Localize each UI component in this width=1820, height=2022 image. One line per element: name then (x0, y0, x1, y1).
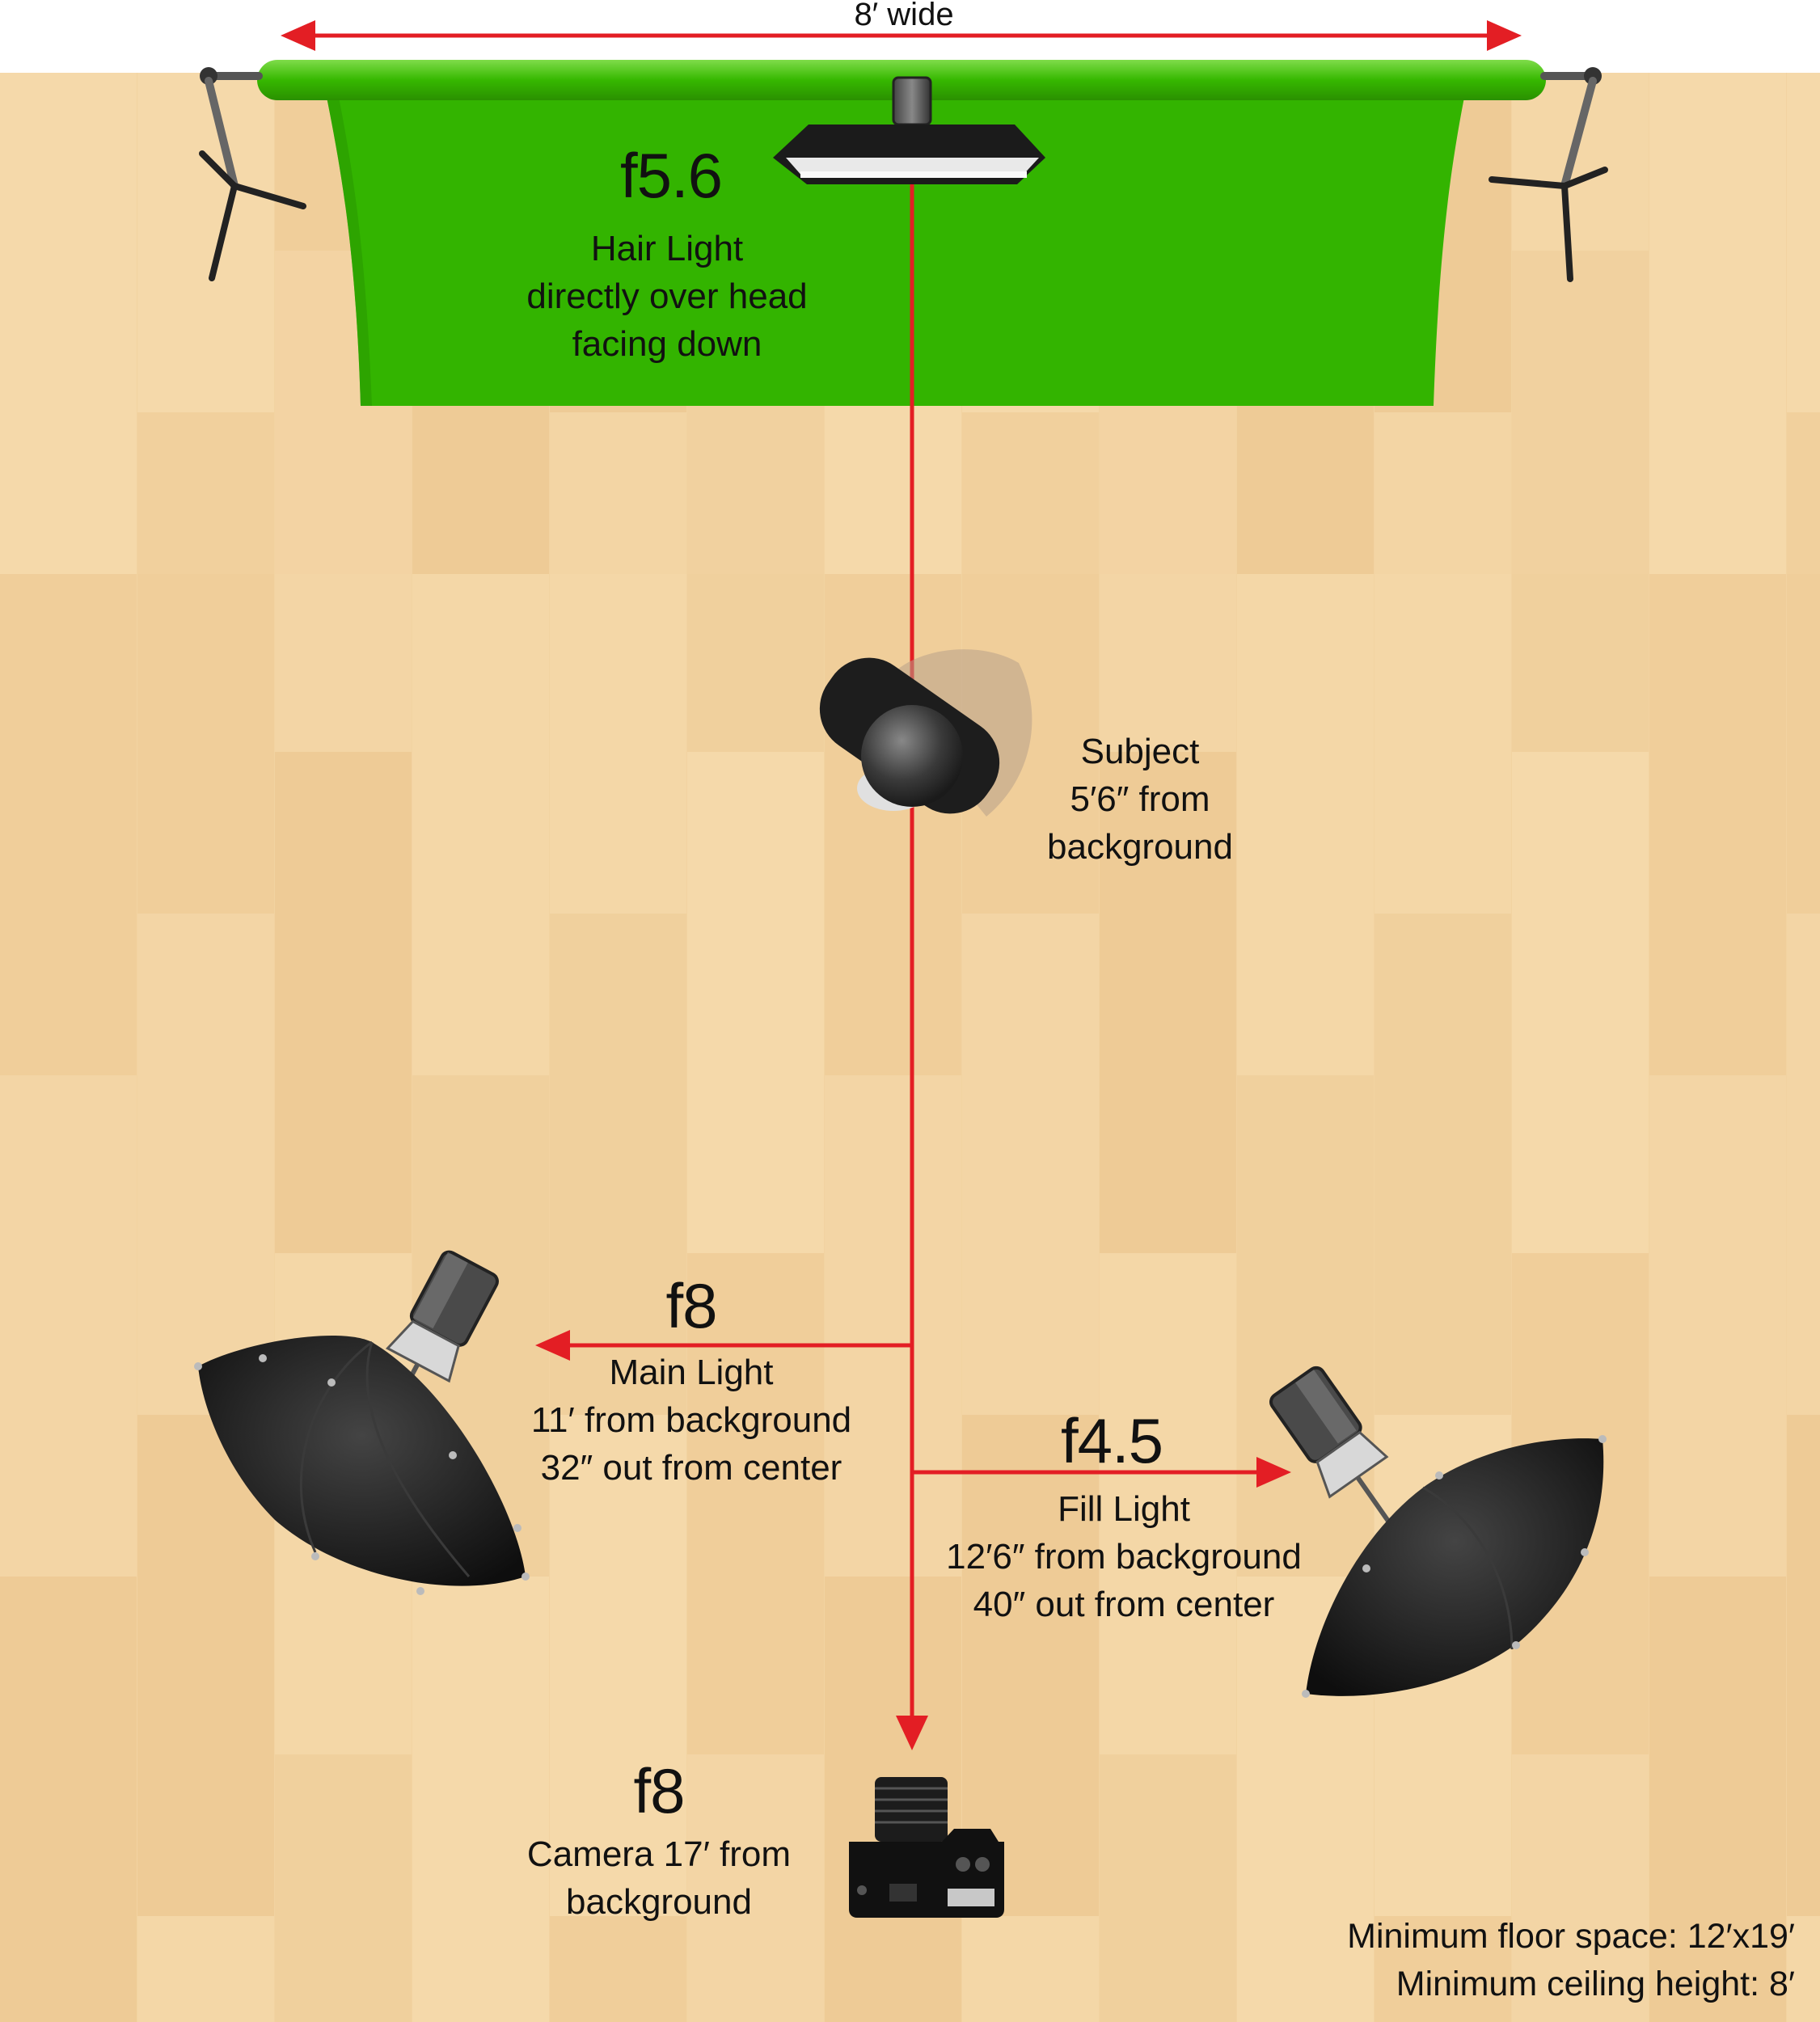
floor-plank (275, 1754, 412, 2022)
floor-plank (962, 1916, 1099, 2022)
floor-plank (1375, 1916, 1511, 2022)
floor-plank (1375, 412, 1511, 914)
green-backdrop (257, 60, 1546, 406)
subject-line: Subject (1080, 732, 1200, 771)
fill-light-arrow (912, 1457, 1291, 1488)
floor-plank (1100, 1754, 1236, 2022)
floor-plank (1512, 752, 1649, 1253)
umbrella-light-icon (194, 1250, 530, 1595)
floor-plank (137, 412, 274, 914)
main-light-line: 32″ out from center (540, 1448, 842, 1488)
floor-plank (0, 1577, 137, 2022)
floor-plank (550, 1415, 686, 1916)
hair-light-line: Hair Light (590, 229, 744, 268)
subject-line: 5′6″ from (1070, 779, 1210, 819)
hair-light-icon (773, 76, 1045, 184)
floor-plank (137, 914, 274, 1415)
main-light-fstop: f8 (665, 1270, 717, 1341)
fill-light-line: 12′6″ from background (946, 1537, 1302, 1577)
fill-light-fstop: f4.5 (1060, 1405, 1163, 1476)
floor-plank (550, 1916, 686, 2022)
floor-plank (137, 1916, 274, 2022)
hair-light-line: directly over head (526, 276, 808, 316)
floor-plank (1512, 251, 1649, 752)
floor-plank (687, 1253, 824, 1754)
floor-plank (1237, 574, 1374, 1075)
floor-plank (275, 752, 412, 1253)
floor-plank (1787, 1916, 1820, 2022)
main-light-line: 11′ from background (530, 1400, 852, 1440)
floor-plank (825, 574, 961, 1075)
width-label: 8′ wide (854, 0, 954, 32)
floor-plank (825, 1075, 961, 1577)
floor-plank (1649, 1577, 1786, 2022)
floor-plank (0, 574, 137, 1075)
floor-plank (550, 914, 686, 1415)
background-stand-icon (1489, 67, 1608, 282)
fill-light-description: Fill Light 12′6″ from background 40″ out… (930, 1485, 1318, 1628)
floor-plank (1787, 914, 1820, 1415)
floor-plank (137, 1415, 274, 1916)
width-dimension-arrow (281, 20, 1522, 51)
floor-plank (1237, 1075, 1374, 1577)
camera-description: Camera 17′ from background (497, 1830, 821, 1926)
hair-light-line: facing down (572, 324, 762, 364)
ceiling-height-requirement: Minimum ceiling height: 8′ (1396, 1965, 1795, 2003)
floor-plank (1649, 73, 1786, 574)
floor-plank (687, 752, 824, 1253)
floor-plank (550, 412, 686, 914)
background-stand-icon (199, 67, 306, 281)
space-requirements: Minimum floor space: 12′x19′ Minimum cei… (1237, 1913, 1795, 2008)
camera-fstop: f8 (633, 1755, 685, 1826)
floor-plank (962, 914, 1099, 1415)
floor-plank (412, 1577, 549, 2022)
floor-plank (1375, 914, 1511, 1415)
camera-line: Camera 17′ from (526, 1834, 792, 1874)
center-line-arrow (896, 182, 928, 1750)
floor-plank (1100, 752, 1236, 1253)
floor-plank (0, 73, 137, 574)
camera-icon (849, 1777, 1004, 1918)
floor-plank (687, 1754, 824, 2022)
fill-light-line: Fill Light (1058, 1489, 1190, 1529)
subject-description: Subject 5′6″ from background (1019, 728, 1261, 871)
floor-plank (1649, 574, 1786, 1075)
hair-light-description: Hair Light directly over head facing dow… (485, 225, 849, 368)
main-light-description: Main Light 11′ from background 32″ out f… (509, 1349, 873, 1492)
floor-plank (1787, 1415, 1820, 1916)
umbrella-light-icon (1269, 1366, 1607, 1698)
floor-plank (1512, 1754, 1649, 2022)
camera-line: background (566, 1882, 752, 1922)
main-light-line: Main Light (609, 1353, 774, 1392)
floor-plank (1649, 1075, 1786, 1577)
subject-icon (819, 649, 1032, 817)
floor-plank (1100, 1253, 1236, 1754)
main-light-arrow (535, 1330, 912, 1361)
floor-plank (412, 574, 549, 1075)
hair-light-fstop: f5.6 (619, 140, 723, 211)
floor-space-requirement: Minimum floor space: 12′x19′ (1347, 1917, 1795, 1956)
fill-light-line: 40″ out from center (973, 1585, 1275, 1624)
floor-plank (1787, 412, 1820, 914)
subject-line: background (1047, 827, 1233, 867)
floor-plank (0, 1075, 137, 1577)
